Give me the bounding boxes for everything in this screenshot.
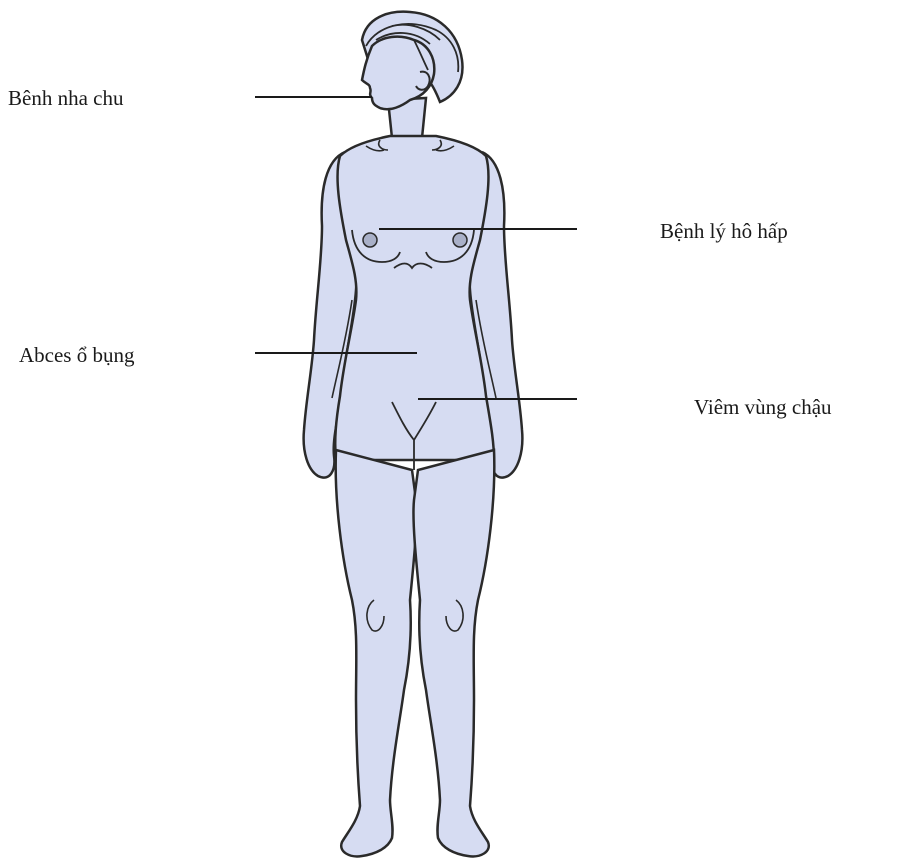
- nipple-left: [363, 233, 377, 247]
- label-respiratory-disease: Bệnh lý hô hấp: [660, 221, 788, 242]
- label-pelvic-inflammation: Viêm vùng chậu: [694, 397, 832, 418]
- nipple-right: [453, 233, 467, 247]
- torso: [335, 136, 494, 460]
- left-leg: [336, 450, 417, 856]
- label-abdominal-abscess: Abces ổ bụng: [19, 345, 134, 366]
- label-periodontal-disease: Bênh nha chu: [8, 88, 123, 109]
- right-leg: [413, 450, 494, 856]
